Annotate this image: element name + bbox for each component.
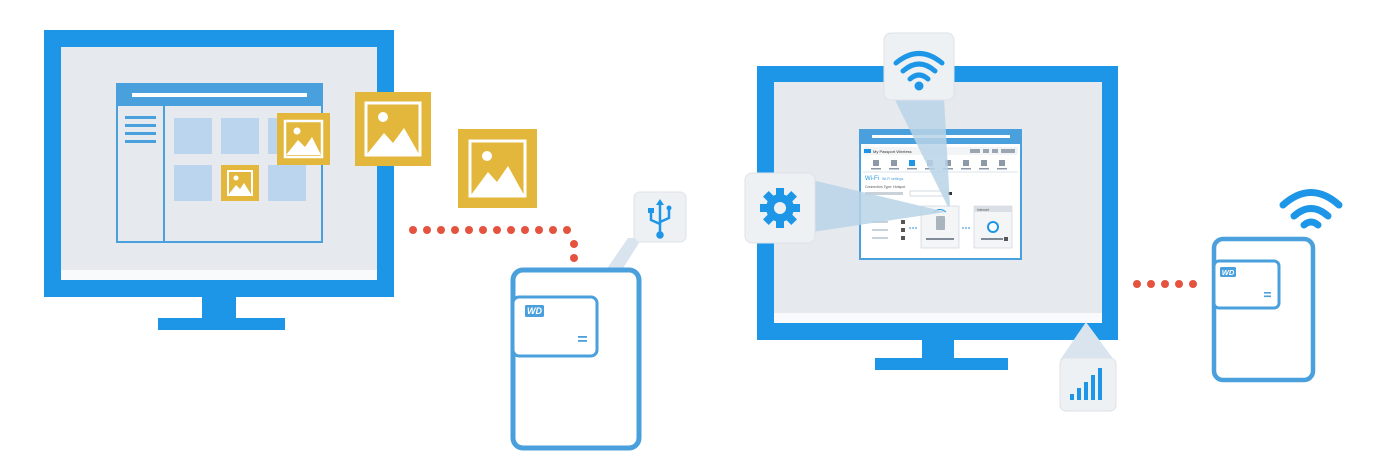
left-monitor <box>44 30 394 330</box>
photo-icon <box>355 92 431 166</box>
connection-dots-left <box>409 226 578 262</box>
internet-panel-label: Internet <box>977 208 989 212</box>
photo-icon <box>221 165 259 201</box>
wd-logo: WD <box>1220 267 1236 277</box>
dashboard-section-title: Wi-Fi <box>865 176 879 182</box>
left-monitor-neck <box>202 297 236 319</box>
photo-icon <box>277 113 330 165</box>
photo-icon <box>458 129 537 208</box>
wd-drive-right: WD <box>1214 239 1313 380</box>
drive-brand-label: WD <box>1222 268 1235 277</box>
right-monitor-neck <box>922 340 954 360</box>
usb-callout <box>606 192 686 270</box>
dashboard-section-sub: Wi-Fi settings <box>882 177 903 181</box>
wd-logo: WD <box>525 305 544 317</box>
dashboard-title: My Passport Wireless <box>873 149 912 154</box>
right-monitor-stand <box>875 358 1008 370</box>
wifi-icon <box>1283 193 1339 226</box>
gear-icon <box>760 188 800 228</box>
dashboard-subheading: Connection Type: Hotspot <box>865 185 905 189</box>
wd-drive-left: WD <box>513 270 639 448</box>
left-monitor-stand <box>158 318 285 330</box>
connection-dots-right <box>1133 280 1197 288</box>
drive-brand-label: WD <box>527 306 542 316</box>
